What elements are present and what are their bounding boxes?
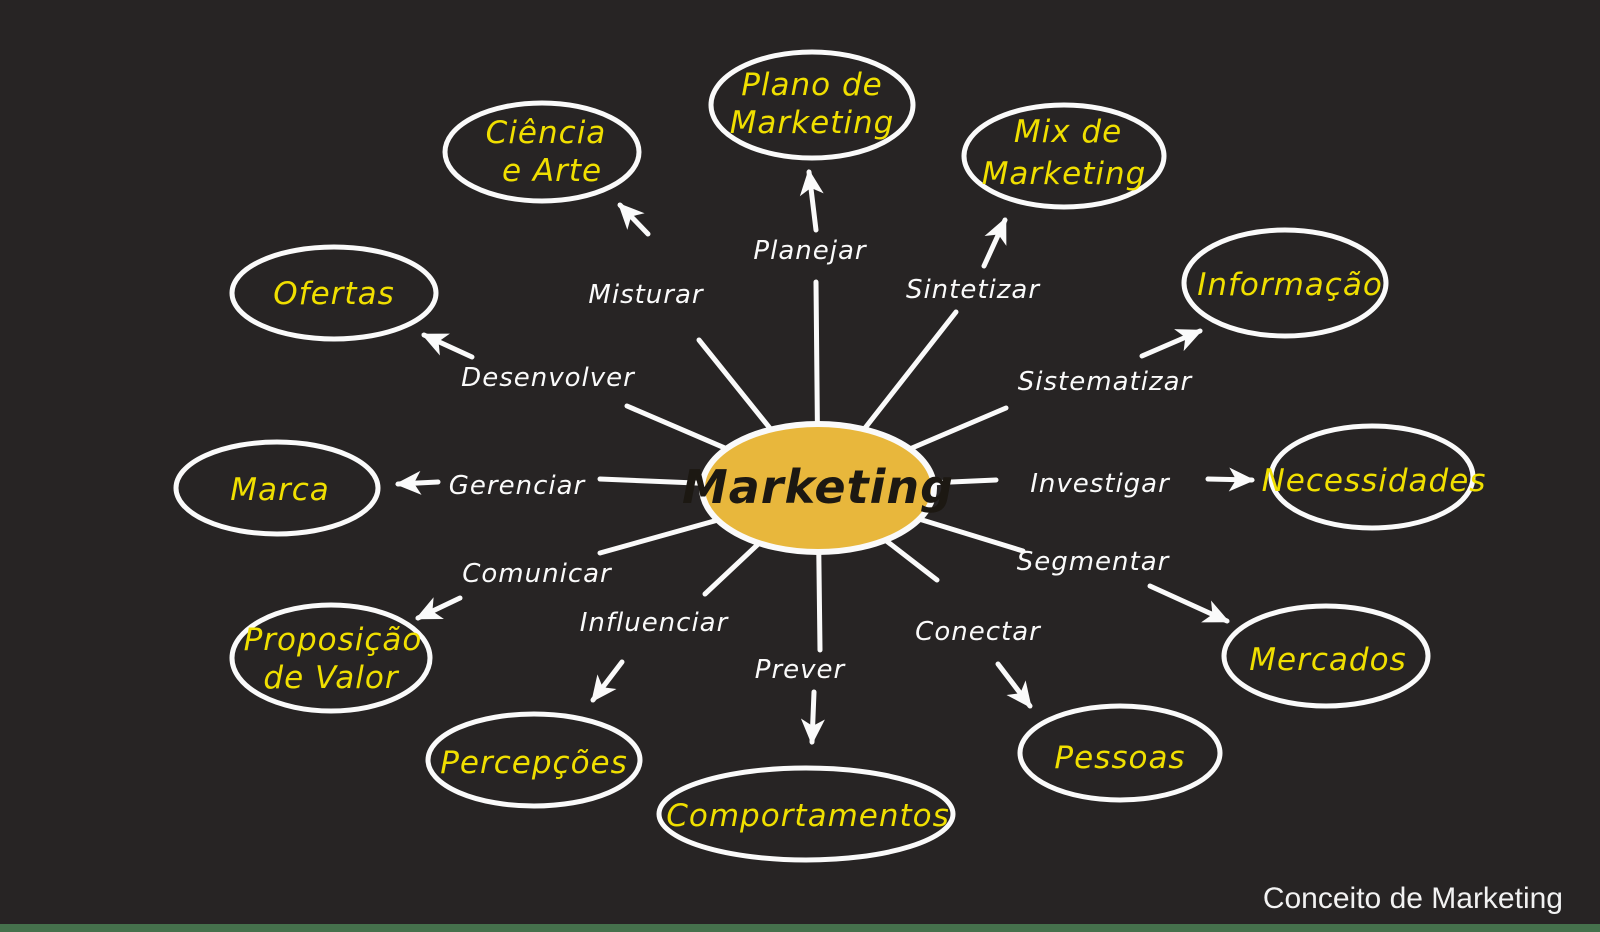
node-ellipse-necessidades — [1268, 423, 1476, 531]
bottom-green-bar — [0, 924, 1600, 932]
node-ellipse-plano-de-marketing — [708, 49, 916, 161]
center-node-marketing: Marketing — [682, 421, 954, 555]
edge-label-sintetizar: Sintetizar — [906, 275, 1041, 305]
edge-label-gerenciar: Gerenciar — [449, 471, 587, 501]
branch-marca: Gerenciar Marca — [173, 439, 821, 537]
node-ellipse-proposicao-de-valor — [229, 602, 433, 714]
node-label-mercados: Mercados — [1249, 642, 1406, 678]
edge-arrow — [981, 217, 1008, 269]
edge-arrow — [1205, 467, 1255, 492]
edge-label-influenciar: Influenciar — [580, 608, 730, 638]
edge-label-desenvolver: Desenvolver — [461, 363, 636, 393]
node-label-marketing: Marketing — [982, 156, 1147, 192]
node-ellipse-comportamentos — [656, 765, 956, 863]
node-label-comportamentos: Comportamentos — [666, 798, 950, 834]
edge-label-conectar: Conectar — [915, 617, 1042, 647]
node-label-ofertas: Ofertas — [273, 276, 394, 312]
node-ellipse-informacao — [1181, 227, 1389, 339]
edge-label-prever: Prever — [755, 655, 847, 685]
edge-arrow — [800, 689, 825, 745]
node-label-percepcoes: Percepções — [440, 745, 628, 781]
node-label-mix-de: Mix de — [1014, 114, 1122, 150]
edge-label-segmentar: Segmentar — [1017, 547, 1171, 577]
edge-arrow — [415, 595, 463, 621]
slide-caption: Conceito de Marketing — [1263, 882, 1563, 915]
node-ellipse-mercados — [1221, 603, 1431, 709]
branch-ofertas: Desenvolver Ofertas — [229, 244, 821, 491]
node-label-informacao: Informação — [1197, 267, 1383, 303]
edge-label-investigar: Investigar — [1030, 469, 1171, 499]
edge-arrow — [1147, 583, 1230, 624]
edge-label-planejar: Planejar — [753, 236, 867, 266]
node-ellipse-ciencia-e-arte — [442, 100, 642, 204]
branch-plano-de-marketing: Planejar Plano de Marketing — [708, 49, 916, 491]
node-ellipse-pessoas — [1017, 703, 1223, 803]
edge-arrow — [395, 470, 441, 495]
node-ellipse-marca — [173, 439, 381, 537]
edge-arrow — [799, 169, 824, 233]
edge-label-sistematizar: Sistematizar — [1018, 367, 1194, 397]
node-ellipse-ofertas — [229, 244, 439, 342]
node-label-de-valor: de Valor — [263, 660, 399, 696]
center-node-label: Marketing — [682, 460, 954, 514]
edge-arrow — [421, 332, 475, 360]
node-ellipse-percepcoes — [425, 711, 643, 809]
node-label-marketing: Marketing — [730, 105, 895, 141]
node-label-marca: Marca — [230, 472, 330, 508]
center-node-ellipse — [699, 421, 937, 555]
branch-informacao: Sistematizar Informação — [815, 227, 1389, 491]
node-label-pessoas: Pessoas — [1054, 740, 1185, 776]
edge-arrow — [590, 659, 625, 703]
node-label-plano-de: Plano de — [741, 67, 883, 103]
edge-arrow — [995, 661, 1033, 709]
branch-proposicao-de-valor: Comunicar Proposição de Valor — [229, 489, 821, 714]
node-label-e-arte: e Arte — [502, 153, 602, 189]
edge-label-misturar: Misturar — [588, 280, 704, 310]
edge-arrow — [617, 202, 651, 237]
edge-arrow — [1139, 328, 1203, 359]
node-label-necessidades: Necessidades — [1262, 463, 1487, 499]
node-label-ciencia: Ciência — [486, 115, 607, 151]
node-label-proposicao: Proposição — [244, 622, 423, 658]
node-ellipse-mix-de-marketing — [961, 102, 1167, 210]
edge-label-comunicar: Comunicar — [462, 559, 613, 589]
